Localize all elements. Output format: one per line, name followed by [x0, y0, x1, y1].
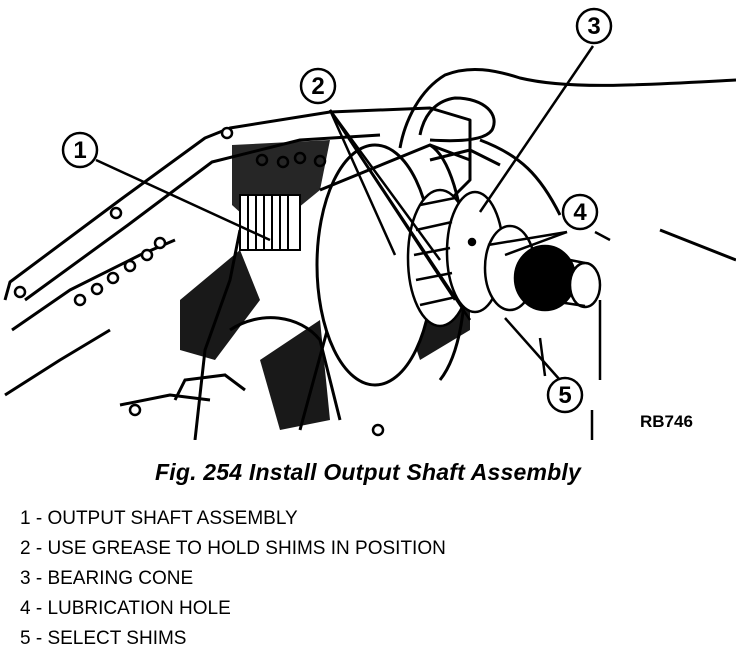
figure-caption: Fig. 254 Install Output Shaft Assembly [155, 459, 581, 485]
callout-3: 3 [575, 7, 613, 45]
tool-handle [173, 316, 342, 421]
output-shaft-drum [315, 143, 471, 387]
image-code: RB746 [640, 412, 693, 431]
callout-5: 5 [546, 376, 584, 414]
legend-item-4: 4 - LUBRICATION HOLE [20, 598, 231, 619]
legend-item-5: 5 - SELECT SHIMS [20, 628, 187, 649]
svg-text:3: 3 [587, 13, 600, 40]
technician-hand [398, 68, 736, 262]
legend-item-3: 3 - BEARING CONE [20, 568, 194, 589]
legend-list: 1 - OUTPUT SHAFT ASSEMBLY 2 - USE GREASE… [20, 504, 446, 654]
inner-spline-gear [239, 194, 301, 251]
figure-illustration: 1 2 3 4 5 RB746 [3, 7, 736, 440]
callout-4: 4 [561, 193, 599, 231]
legend-item-2: 2 - USE GREASE TO HOLD SHIMS IN POSITION [20, 538, 446, 559]
svg-text:4: 4 [573, 199, 587, 226]
svg-text:1: 1 [73, 137, 86, 164]
legend-item-1: 1 - OUTPUT SHAFT ASSEMBLY [20, 508, 298, 529]
callout-2: 2 [299, 67, 337, 105]
leader-lines [95, 45, 611, 440]
svg-text:2: 2 [311, 73, 324, 100]
callout-1: 1 [61, 131, 99, 169]
shaft-spline-end [467, 224, 602, 312]
svg-text:5: 5 [558, 382, 571, 409]
